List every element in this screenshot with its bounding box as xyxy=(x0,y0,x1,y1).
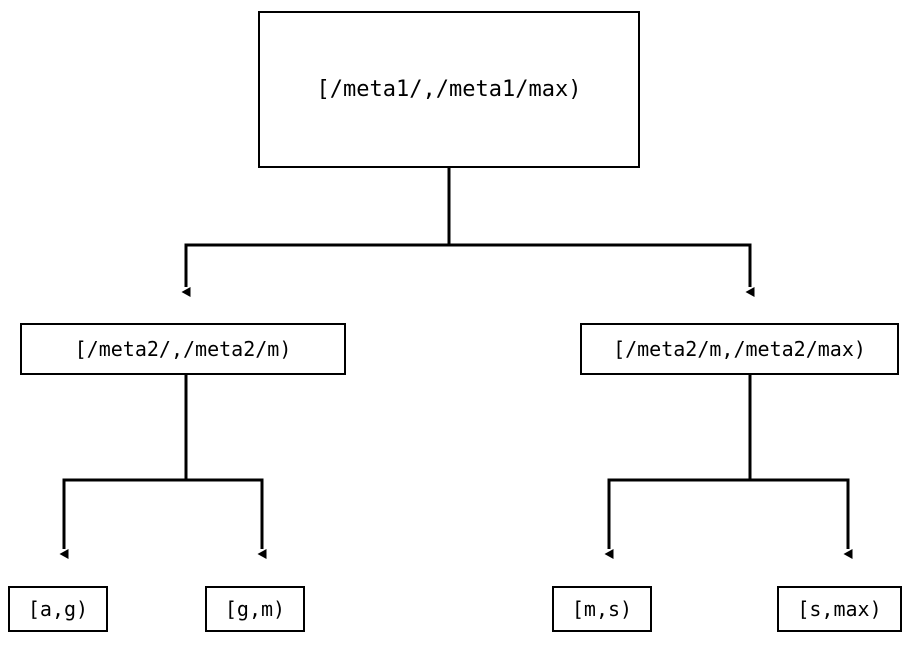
node-mid-left[interactable]: [/meta2/,/meta2/m) xyxy=(20,323,346,375)
edge-root-to-mid-left xyxy=(181,168,451,297)
node-leaf-smax[interactable]: [s,max) xyxy=(777,586,902,632)
node-mid-left-label: [/meta2/,/meta2/m) xyxy=(74,337,292,361)
node-leaf-gm[interactable]: [g,m) xyxy=(205,586,305,632)
node-root[interactable]: [/meta1/,/meta1/max) xyxy=(258,11,640,168)
edge-mid-left-to-leaf-gm xyxy=(186,478,267,559)
edge-root-to-mid-right xyxy=(449,243,755,297)
node-root-label: [/meta1/,/meta1/max) xyxy=(316,76,582,102)
edge-mid-right-to-leaf-ms xyxy=(604,375,752,559)
node-mid-right-label: [/meta2/m,/meta2/max) xyxy=(613,337,866,361)
edge-mid-left-to-leaf-ag xyxy=(59,375,188,559)
node-leaf-ag-label: [a,g) xyxy=(27,597,89,621)
node-leaf-ms[interactable]: [m,s) xyxy=(552,586,652,632)
node-leaf-gm-label: [g,m) xyxy=(224,597,286,621)
node-leaf-ms-label: [m,s) xyxy=(571,597,633,621)
node-leaf-ag[interactable]: [a,g) xyxy=(8,586,108,632)
edge-mid-right-to-leaf-smax xyxy=(750,478,853,559)
node-mid-right[interactable]: [/meta2/m,/meta2/max) xyxy=(580,323,899,375)
node-leaf-smax-label: [s,max) xyxy=(797,597,882,621)
